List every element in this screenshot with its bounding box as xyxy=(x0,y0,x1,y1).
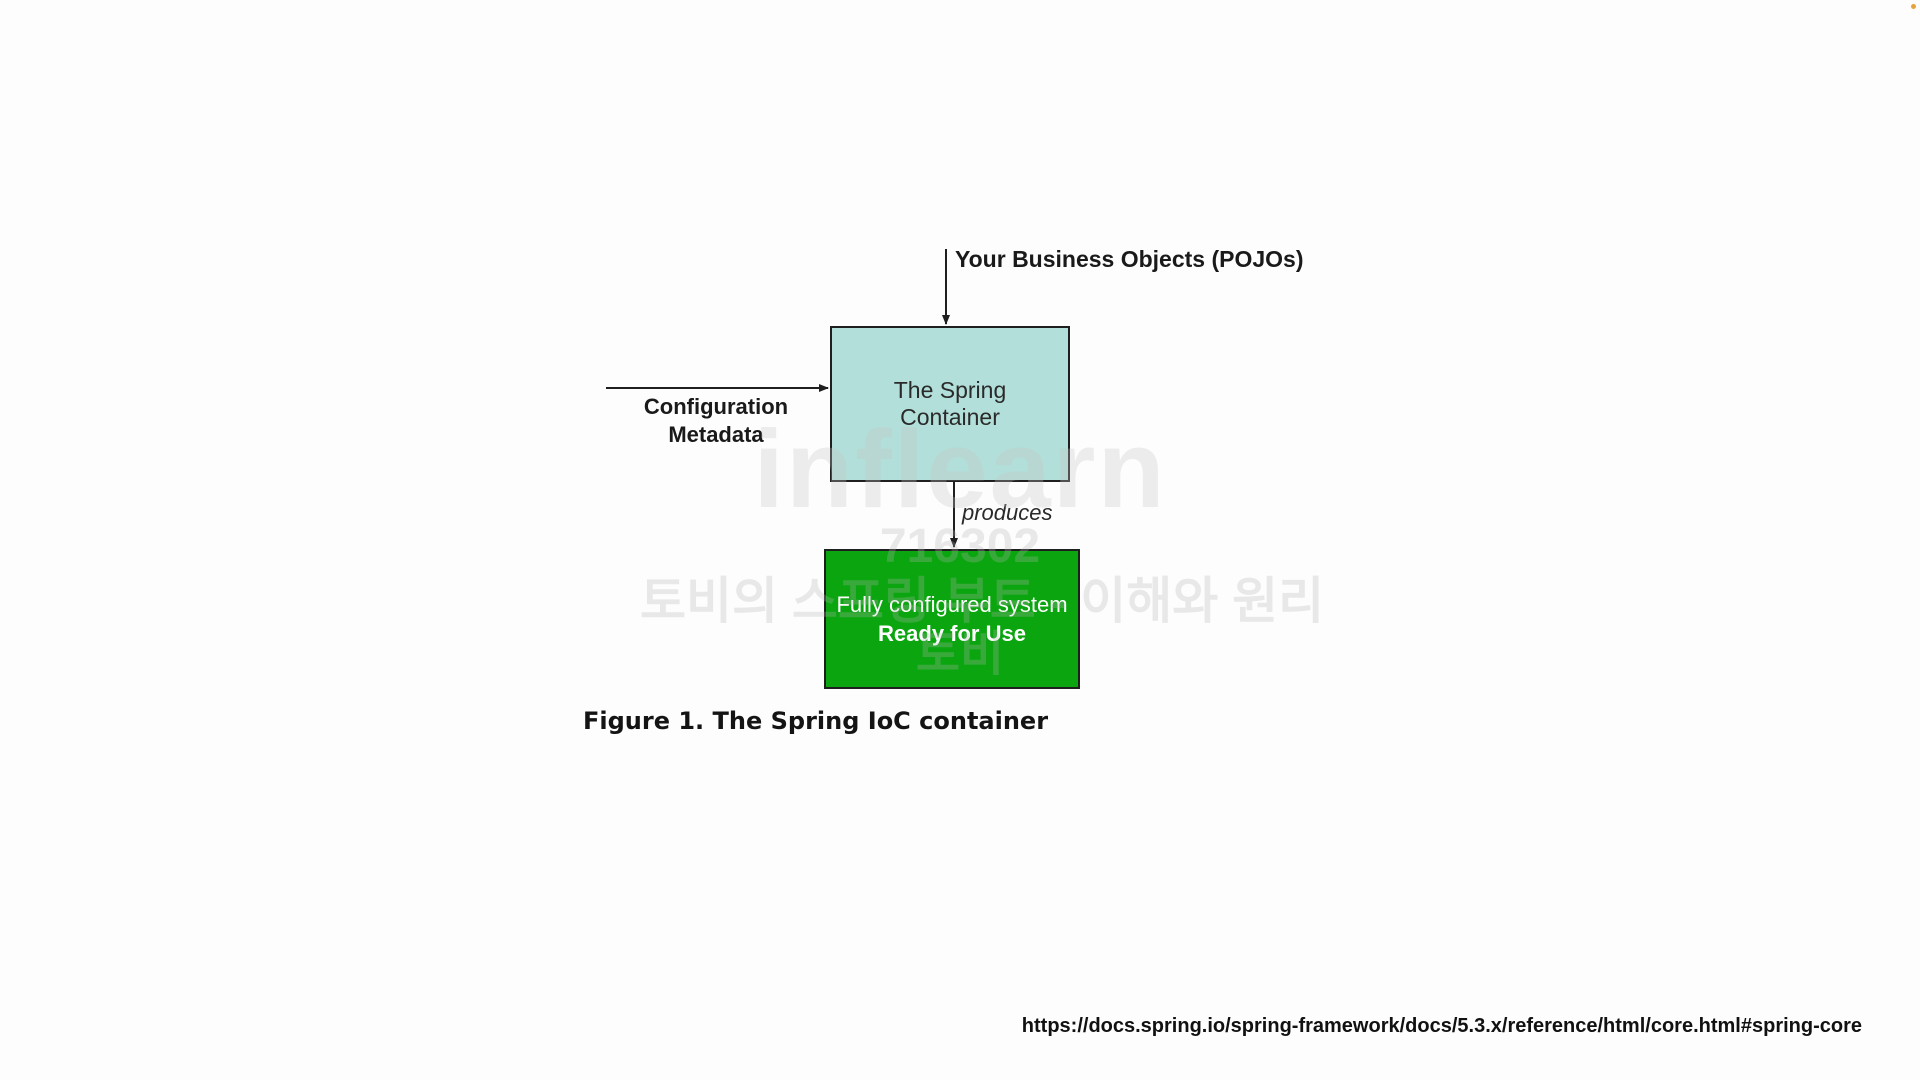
config-metadata-label: Configuration Metadata xyxy=(628,393,804,449)
configured-system-box: Fully configured system Ready for Use xyxy=(824,549,1080,689)
container-label-line1: The Spring xyxy=(893,377,1007,403)
recording-indicator-icon xyxy=(1911,4,1916,9)
system-label-line2: Ready for Use xyxy=(878,621,1026,646)
system-label-line1: Fully configured system xyxy=(836,592,1068,617)
figure-caption: Figure 1. The Spring IoC container xyxy=(583,707,1049,735)
config-label-line2: Metadata xyxy=(668,422,764,447)
config-label-line1: Configuration xyxy=(643,394,789,419)
spring-container-box: The Spring Container xyxy=(830,326,1070,482)
pojos-label: Your Business Objects (POJOs) xyxy=(955,246,1304,272)
container-label-line2: Container xyxy=(900,404,1000,430)
source-url-link[interactable]: https://docs.spring.io/spring-framework/… xyxy=(1021,1015,1862,1037)
produces-label: produces xyxy=(962,500,1053,525)
